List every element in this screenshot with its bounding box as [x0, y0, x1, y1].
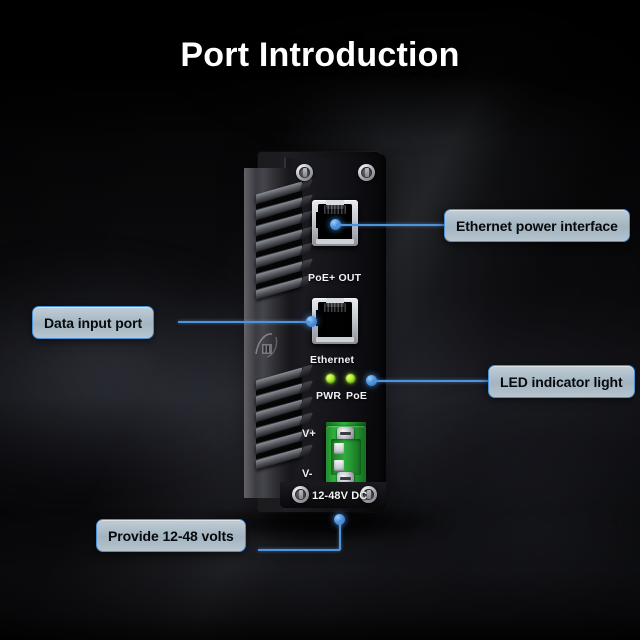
heatsink-fin-bank-upper	[256, 178, 314, 312]
dc-rating-label: 12-48V DC	[312, 490, 368, 502]
terminal-wire-slot-positive[interactable]	[334, 443, 344, 454]
poe-out-port-label: PoE+ OUT	[308, 272, 362, 284]
poe-led	[346, 374, 355, 383]
terminal-positive-label: V+	[302, 428, 316, 440]
poe-out-port-latch-slot	[316, 212, 324, 228]
callout-ethernet-power-interface[interactable]: Ethernet power interface	[444, 209, 630, 242]
poe-out-port-notch	[326, 200, 344, 209]
ethernet-port-pins	[324, 303, 346, 312]
leader-line-led-indicator-light	[372, 380, 490, 382]
faceplate-screw-bottom-left	[292, 486, 309, 503]
leader-line-data-input-port	[178, 321, 310, 323]
leader-line-provide-12-48-volts-vertical	[339, 520, 341, 550]
ethernet-port-latch-slot	[316, 310, 324, 326]
leader-dot-led-indicator-light	[366, 375, 377, 386]
leader-dot-provide-12-48-volts	[334, 514, 345, 525]
callout-provide-12-48-volts[interactable]: Provide 12-48 volts	[96, 519, 246, 552]
leader-line-provide-12-48-volts-horizontal	[258, 549, 340, 551]
heatsink-highlight	[244, 168, 256, 498]
ethernet-port-lip	[316, 337, 354, 342]
faceplate-screw-top-left	[296, 164, 313, 181]
terminal-negative-label: V-	[302, 468, 313, 480]
leader-dot-data-input-port	[306, 316, 317, 327]
terminal-block-face	[331, 439, 361, 475]
callout-data-input-port[interactable]: Data input port	[32, 306, 155, 339]
power-led-label: PWR	[316, 390, 342, 402]
leader-line-ethernet-power-interface	[336, 224, 446, 226]
ethernet-port-label: Ethernet	[310, 354, 355, 366]
leader-dot-ethernet-power-interface	[330, 219, 341, 230]
poe-led-label: PoE	[346, 390, 368, 402]
dc-terminal-block[interactable]	[326, 426, 366, 488]
brand-logo-etch	[250, 328, 284, 362]
callout-led-indicator-light[interactable]: LED indicator light	[488, 365, 635, 398]
poe-out-port-lip	[316, 239, 354, 244]
faceplate-screw-top-right	[358, 164, 375, 181]
poe-injector-device: PoE+ OUT Ethernet PWR PoE V+ V-	[222, 152, 412, 512]
faceplate-screw-bottom-right	[360, 486, 377, 503]
ethernet-port[interactable]	[312, 298, 358, 344]
terminal-screw-positive[interactable]	[337, 427, 354, 442]
poe-out-port-pins	[324, 205, 346, 214]
page-title: Port Introduction	[180, 36, 460, 74]
ethernet-port-notch	[326, 298, 344, 307]
power-led	[326, 374, 335, 383]
terminal-wire-slot-negative[interactable]	[334, 460, 344, 471]
